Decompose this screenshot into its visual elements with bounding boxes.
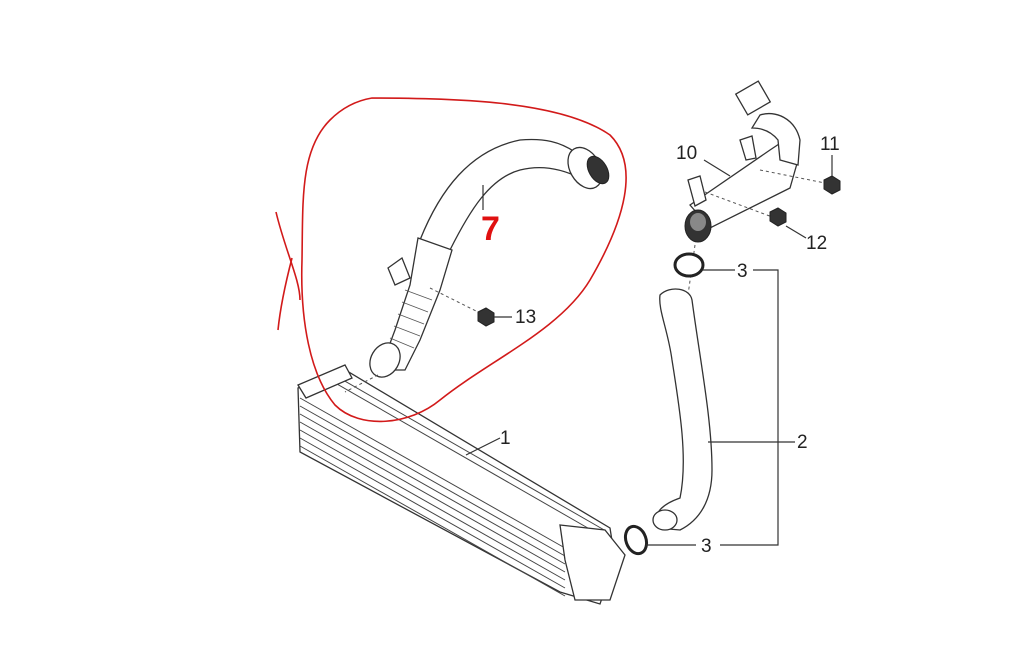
red-annotation	[275, 97, 627, 423]
callout-11: 11	[820, 134, 840, 155]
callout-1: 1	[500, 428, 511, 449]
bolt-13	[477, 307, 495, 327]
callout-12: 12	[806, 233, 827, 254]
bolt-11	[823, 175, 841, 195]
intercooler	[297, 364, 626, 605]
callout-7: 7	[481, 210, 500, 248]
callout-13: 13	[515, 307, 536, 328]
clamp-3-bottom	[623, 524, 649, 556]
clamp-3-top	[673, 252, 705, 278]
callout-2: 2	[797, 432, 808, 453]
callout-3-bottom: 3	[701, 536, 712, 557]
outlet-pipe-10	[684, 80, 801, 243]
callout-3-top: 3	[737, 261, 748, 282]
nut-12	[769, 207, 787, 227]
callout-10: 10	[676, 143, 697, 164]
hose-2	[652, 288, 713, 531]
charge-pipe-7	[369, 138, 610, 378]
leader-lines	[465, 155, 833, 546]
